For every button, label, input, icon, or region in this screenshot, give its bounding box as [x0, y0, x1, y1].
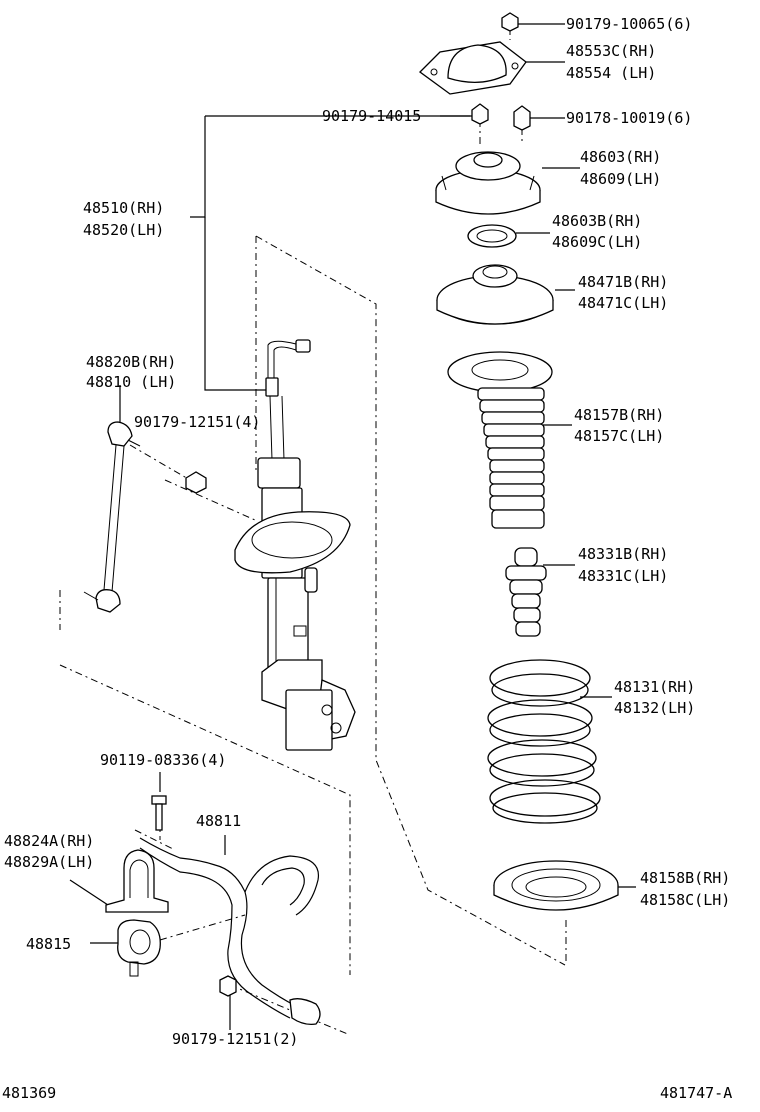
label-90179-14015: 90179-14015	[322, 107, 421, 125]
label-48810: 48810 (LH)	[86, 373, 176, 391]
bearing-part	[467, 224, 517, 248]
top-nut-part	[501, 12, 519, 32]
label-48603: 48603(RH)	[580, 148, 661, 166]
label-48471c: 48471C(LH)	[578, 294, 668, 312]
lower-spring-insulator-part	[493, 860, 619, 911]
stabilizer-bracket-part	[105, 849, 169, 913]
label-90178-10019: 90178-10019(6)	[566, 109, 692, 127]
label-48815: 48815	[26, 935, 71, 953]
label-48158c: 48158C(LH)	[640, 891, 730, 909]
stabilizer-bushing-part	[117, 919, 161, 977]
label-90179-10065: 90179-10065(6)	[566, 15, 692, 33]
leader-lines	[69, 23, 636, 1030]
label-48553c: 48553C(RH)	[566, 42, 656, 60]
label-48609c: 48609C(LH)	[552, 233, 642, 251]
label-48157b: 48157B(RH)	[574, 406, 664, 424]
nut-10019-part	[513, 105, 531, 131]
label-48158b: 48158B(RH)	[640, 869, 730, 887]
label-48132: 48132(LH)	[614, 699, 695, 717]
label-90179-12151-2: 90179-12151(2)	[172, 1030, 298, 1048]
label-90179-12151-4: 90179-12151(4)	[134, 413, 260, 431]
label-48520: 48520(LH)	[83, 221, 164, 239]
label-48603b: 48603B(RH)	[552, 212, 642, 230]
label-48820b: 48820B(RH)	[86, 353, 176, 371]
footer-drawing-code: 481747-A	[660, 1084, 732, 1102]
nut-14015-part	[471, 103, 489, 125]
bound-bumper-part	[505, 547, 547, 637]
label-48829a: 48829A(LH)	[4, 853, 94, 871]
label-48131: 48131(RH)	[614, 678, 695, 696]
label-48471b: 48471B(RH)	[578, 273, 668, 291]
strut-assembly-part	[234, 339, 356, 751]
bolt-part	[151, 795, 167, 831]
label-48824a: 48824A(RH)	[4, 832, 94, 850]
label-48554: 48554 (LH)	[566, 64, 656, 82]
label-48811: 48811	[196, 812, 241, 830]
footer-figure-number: 481369	[2, 1084, 56, 1102]
mount-cover-part	[419, 41, 527, 95]
coil-spring-part	[487, 659, 601, 824]
stabilizer-bar-part	[139, 837, 321, 1026]
label-48510: 48510(RH)	[83, 199, 164, 217]
upper-insulator-part	[436, 264, 554, 325]
label-48331b: 48331B(RH)	[578, 545, 668, 563]
stabilizer-link-part	[83, 421, 207, 613]
strut-support-part	[435, 151, 541, 215]
label-48157c: 48157C(LH)	[574, 427, 664, 445]
label-48609: 48609(LH)	[580, 170, 661, 188]
labels-layer: 90179-10065(6) 48553C(RH) 48554 (LH) 901…	[2, 15, 732, 1102]
label-48331c: 48331C(LH)	[578, 567, 668, 585]
label-90119-08336: 90119-08336(4)	[100, 751, 226, 769]
bump-boot-part	[447, 351, 553, 529]
